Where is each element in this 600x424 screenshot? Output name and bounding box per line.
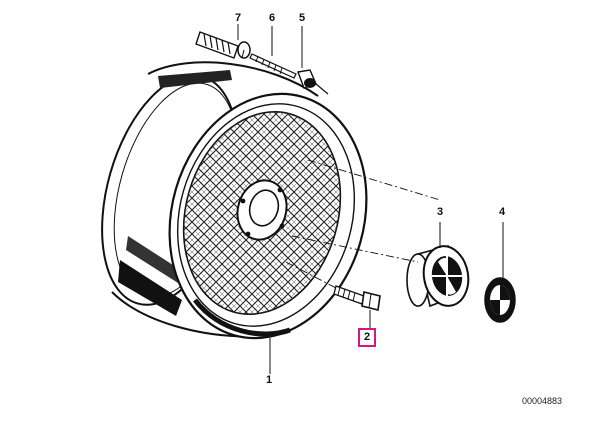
part-label-7: 7 (235, 12, 242, 24)
part-label-2-highlighted[interactable]: 2 (358, 328, 377, 347)
wheel-rim (101, 61, 368, 340)
hub-cap-part (406, 245, 470, 308)
diagram-reference-number: 00004883 (521, 396, 562, 406)
part-label-4: 4 (499, 206, 506, 218)
emblem-part (484, 277, 516, 323)
part-label-6: 6 (269, 12, 276, 24)
assembly-lines (245, 55, 441, 289)
valve-core-part (195, 31, 251, 59)
leader-lines (237, 24, 504, 374)
part-label-3: 3 (437, 206, 444, 218)
part-label-5: 5 (299, 12, 306, 24)
valve-cap-part (297, 69, 329, 95)
valve-stem-part (249, 53, 297, 79)
part-label-1: 1 (266, 374, 273, 386)
wheel-bolt-part (333, 285, 381, 311)
